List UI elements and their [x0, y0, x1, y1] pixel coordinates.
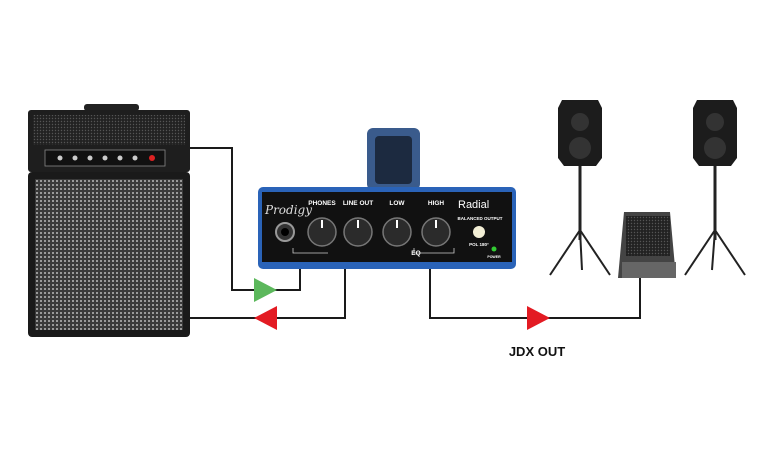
power-label: POWER	[487, 255, 501, 259]
mixer	[618, 212, 676, 278]
knob-label-low: LOW	[389, 200, 405, 207]
cable-head-to-phones	[190, 147, 301, 291]
polarity-label: POL 180°	[469, 242, 489, 247]
radial-prodigy-device	[258, 128, 516, 269]
cable-jdx-to-mixer	[429, 262, 641, 319]
arrow-return-icon	[254, 306, 277, 330]
cable-lineout-to-cabinet	[190, 262, 346, 319]
knob-label-phones: PHONES	[308, 200, 336, 207]
pa-speaker-right	[684, 100, 746, 276]
balanced-output-label: BALANCED OUTPUT	[458, 216, 503, 221]
jdx-out-label: JDX OUT	[509, 344, 565, 359]
knob-label-high: HIGH	[428, 200, 445, 207]
speaker-cabinet	[28, 172, 190, 337]
arrow-input-icon	[254, 278, 277, 302]
eq-label: EQ	[411, 250, 420, 257]
knob-label-line-out: LINE OUT	[343, 200, 373, 207]
amp-head	[28, 104, 190, 172]
arrow-jdx-out-icon	[527, 306, 550, 330]
device-model: Prodigy	[264, 203, 312, 217]
pa-speaker-left	[549, 100, 611, 276]
radial-logo: Radial	[458, 199, 489, 211]
